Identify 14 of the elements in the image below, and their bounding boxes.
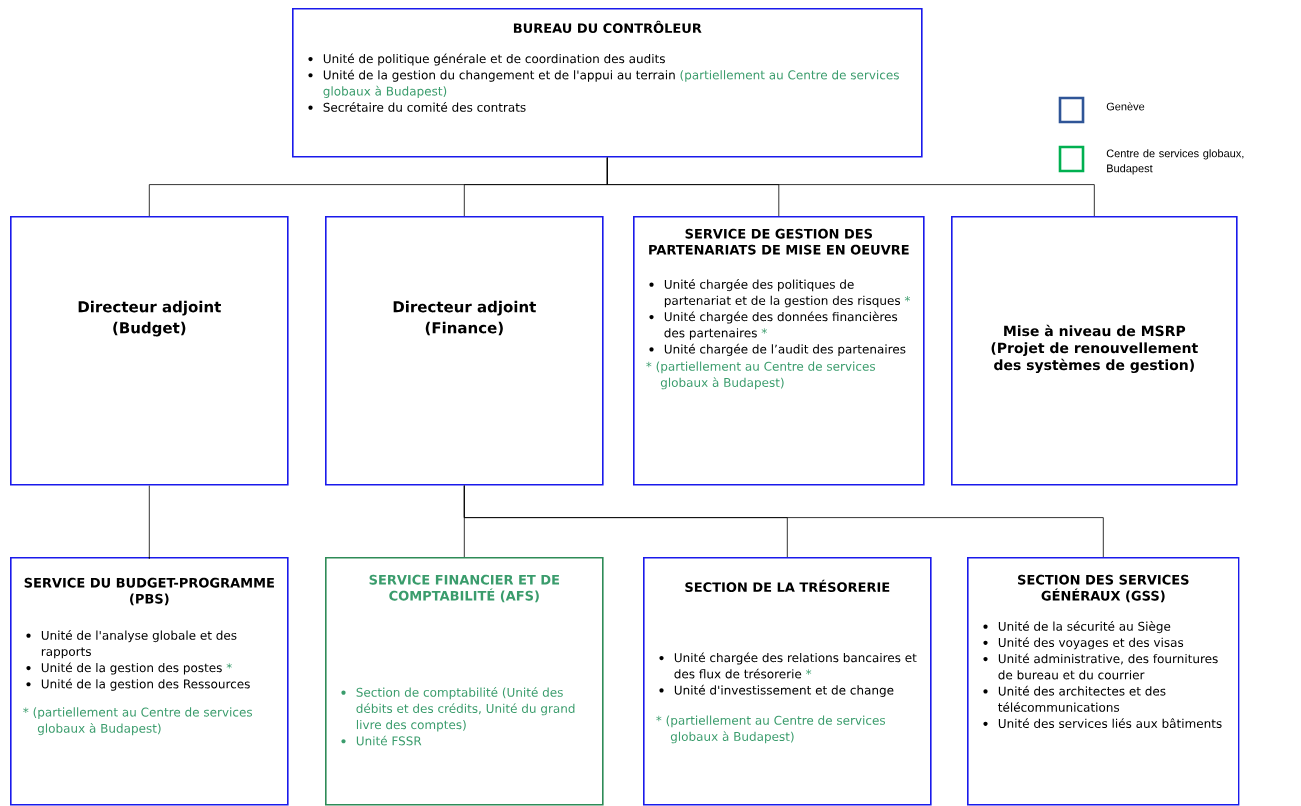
org-box: Directeur adjoint (Budget) <box>10 216 289 486</box>
connector-line <box>606 157 1095 217</box>
legend-text: Genève <box>1106 102 1145 111</box>
org-box: SECTION DE LA TRÉSORERIE Unité chargée des relations bancaires et des flux de trésorerie * Unité d'investissement et de change * (partiellement au Centre de services globaux à Budapest) <box>643 557 932 806</box>
org-box: Mise à niveau de MSRP (Projet de renouvellement des systèmes de gestion) <box>951 216 1238 486</box>
org-box: SERVICE DE GESTION DES PARTENARIATS DE MISE EN OEUVRE Unité chargée des politiques de partenariat et de la gestion des risques * Unité chargée des données financières des partenaires * Unité chargée de l’audit des partenaires * (partiellement au Centre de services globaux à Budapest) <box>633 216 925 486</box>
connector-line <box>148 485 150 559</box>
org-box: SERVICE DU BUDGET-PROGRAMME (PBS) Unité de l'analyse globale et des rapports Unité de la gestion des postes * Unité de la gestion des Ressources * (partiellement au Centre de services globaux à Budapest) <box>10 557 289 806</box>
org-box: SECTION DES SERVICES GÉNÉRAUX (GSS) Unité de la sécurité au Siège Unité des voyages et des visas Unité administrative, des fournitures de bureau et du courrier Unité des architectes et des télécommunications Unité des services liés aux bâtiments <box>967 557 1240 806</box>
org-box: Directeur adjoint (Finance) <box>325 216 604 486</box>
org-box: SERVICE FINANCIER ET DE COMPTABILITÉ (AFS) Section de comptabilité (Unité des débits et des crédits, Unité du grand livre des comptes) Unité FSSR <box>325 557 604 806</box>
connector-line <box>463 485 1104 558</box>
legend-text: Centre de services globaux, Budapest <box>1106 149 1244 175</box>
org-box: BUREAU DU CONTRÔLEUR Unité de politique générale et de coordination des audits Unité de la gestion du changement et de l'appui au terrain (partiellement au Centre de services globaux à Budapest) Secrétaire du comité des contrats <box>292 8 923 158</box>
